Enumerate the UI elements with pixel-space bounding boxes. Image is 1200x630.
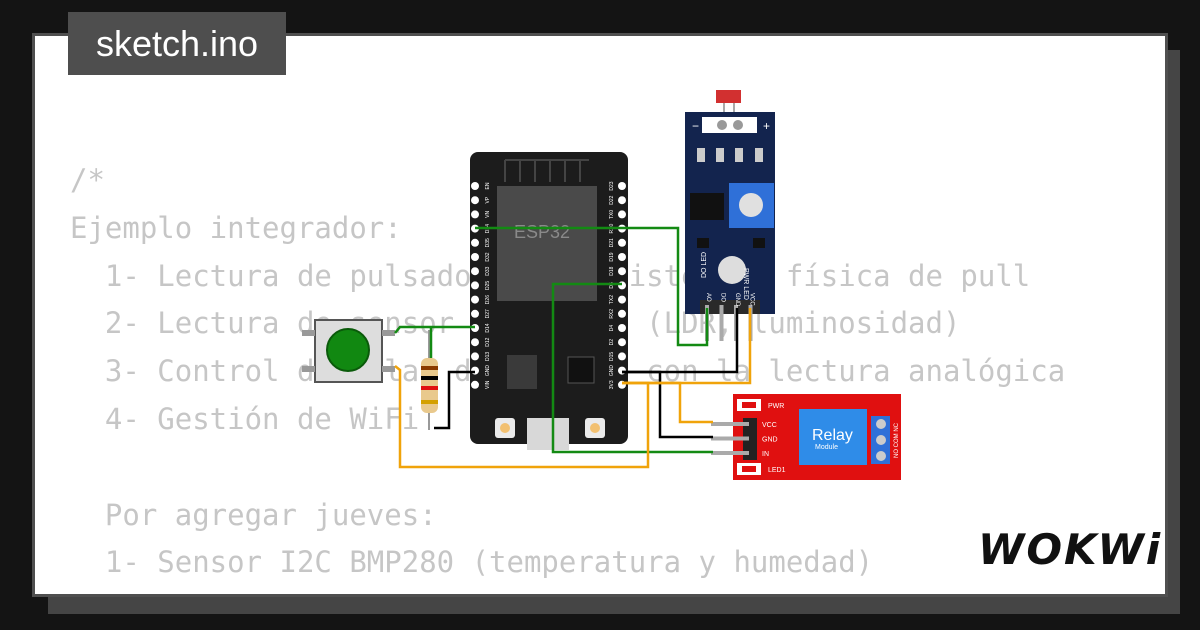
esp32-pin-label: VP [485, 196, 491, 203]
esp32-pin-d27[interactable] [471, 309, 479, 318]
esp32-pin-label: D14 [485, 323, 491, 332]
relay-pin-label: GND [762, 437, 778, 444]
esp32-pin-d35[interactable] [471, 238, 479, 247]
esp32-pin-label: D13 [485, 352, 491, 361]
pullup-resistor[interactable] [421, 330, 438, 430]
esp32-pin-label: EN [485, 182, 491, 189]
esp32-pin-d23[interactable] [618, 182, 626, 190]
relay-module[interactable]: PWR LED1 VCC GND IN Relay Module NO COM NC [711, 394, 901, 480]
relay-pin-in[interactable] [711, 451, 749, 455]
ldr-plus-label: + [763, 119, 770, 133]
wire-3v3-button [394, 365, 650, 469]
relay-title: Relay [812, 427, 853, 444]
esp32-pin-label: TX0 [609, 210, 615, 219]
esp32-pin-label: D33 [485, 266, 491, 275]
esp32-pin-d19[interactable] [618, 253, 626, 261]
wokwi-logo: WOKWi [978, 525, 1163, 574]
esp32-pin-d32[interactable] [471, 253, 479, 261]
esp32-label: ESP32 [514, 222, 570, 242]
esp32-pin-label: 3V3 [609, 380, 615, 389]
esp32-pin-label: D26 [485, 295, 491, 304]
esp32-pin-label: D32 [485, 252, 491, 261]
relay-pin-gnd[interactable] [711, 436, 749, 441]
esp32-board[interactable]: ESP32 ENVPVND34D35D32D33D25D26D27D14D12D… [470, 152, 628, 450]
esp32-pin-d12[interactable] [471, 338, 479, 347]
relay-pin-vcc[interactable] [711, 422, 749, 426]
esp32-pin-label: D15 [609, 352, 615, 361]
ldr-pin-do[interactable] [719, 305, 724, 341]
esp32-pin-d21[interactable] [618, 238, 626, 247]
esp32-chip [497, 186, 597, 301]
wires [394, 226, 752, 469]
esp32-pin-label: RX2 [609, 309, 615, 319]
esp32-pin-en[interactable] [471, 182, 479, 190]
esp32-pin-label: D35 [485, 238, 491, 247]
esp32-pin-tx0[interactable] [618, 210, 626, 219]
ldr-pin-label: VCC [749, 293, 755, 306]
relay-pwr-label: PWR [768, 403, 784, 410]
ldr-element [716, 90, 741, 103]
ldr-pin-label: GND [734, 293, 740, 307]
code-editor[interactable]: /* Ejemplo integrador: 1- Lectura de pul… [70, 163, 1066, 594]
led-indicator [718, 256, 746, 284]
esp32-pin-vn[interactable] [471, 210, 479, 219]
ldr-pin-label: DO [720, 293, 726, 302]
esp32-pin-d22[interactable] [618, 196, 626, 205]
ldr-led-right-label: PWR LED [742, 268, 749, 300]
esp32-pin-d33[interactable] [471, 267, 479, 276]
esp32-pin-label: GND [609, 365, 615, 377]
esp32-pin-label: GND [485, 365, 491, 377]
esp32-pin-label: VN [485, 211, 491, 218]
esp32-pin-gnd[interactable] [471, 366, 479, 375]
esp32-pin-d5[interactable] [618, 281, 626, 290]
esp32-pin-vp[interactable] [471, 196, 479, 205]
esp32-pin-d25[interactable] [471, 281, 479, 290]
esp32-pin-label: D12 [485, 337, 491, 346]
wire-gnd-resistor [434, 370, 475, 430]
relay-subtitle: Module [815, 444, 838, 451]
esp32-pin-d4[interactable] [618, 324, 626, 332]
ldr-minus-label: − [692, 119, 699, 133]
ldr-led-left-label: DO LED [701, 252, 708, 278]
wire-d18-relay-in [551, 282, 713, 454]
esp32-pin-label: D19 [609, 252, 615, 261]
esp32-pin-d2[interactable] [618, 338, 626, 347]
esp32-pin-label: D25 [485, 281, 491, 290]
relay-pin-label: IN [762, 451, 769, 458]
wire-gnd-relay [622, 370, 713, 439]
esp32-pin-label: D4 [609, 325, 615, 332]
push-button[interactable] [302, 319, 395, 383]
file-name-tab[interactable]: sketch.ino [68, 12, 286, 75]
esp32-pin-label: D27 [485, 309, 491, 318]
wire-3v3-relay-vcc [622, 381, 713, 424]
esp32-pin-d15[interactable] [618, 352, 626, 361]
wire-d34-ldr-ao [475, 226, 709, 347]
esp32-pin-rx2[interactable] [618, 309, 626, 318]
relay-pin-label: VCC [762, 422, 777, 429]
esp32-pin-label: D18 [609, 266, 615, 275]
esp32-pin-label: D22 [609, 195, 615, 204]
esp32-pin-label: D21 [609, 238, 615, 247]
ldr-pin-label: AO [705, 293, 711, 302]
ldr-sensor-module[interactable]: − + DO LED PWR LED AO DO GND VCC [685, 90, 775, 341]
esp32-pin-tx2[interactable] [618, 295, 626, 304]
esp32-pin-d13[interactable] [471, 352, 479, 361]
esp32-pin-label: D5 [609, 282, 615, 289]
esp32-pin-vin[interactable] [471, 380, 479, 389]
relay-led1-label: LED1 [768, 467, 786, 474]
relay-terminal-label: NO COM NC [894, 422, 900, 458]
esp32-pin-label: VIN [485, 380, 491, 389]
esp32-pin-d26[interactable] [471, 295, 479, 304]
esp32-pin-label: D2 [609, 339, 615, 346]
esp32-pin-gnd[interactable] [618, 366, 626, 375]
wire-button-d14 [394, 325, 475, 334]
esp32-pin-d18[interactable] [618, 267, 626, 276]
esp32-pin-label: D23 [609, 181, 615, 190]
esp32-pin-label: TX2 [609, 295, 615, 304]
